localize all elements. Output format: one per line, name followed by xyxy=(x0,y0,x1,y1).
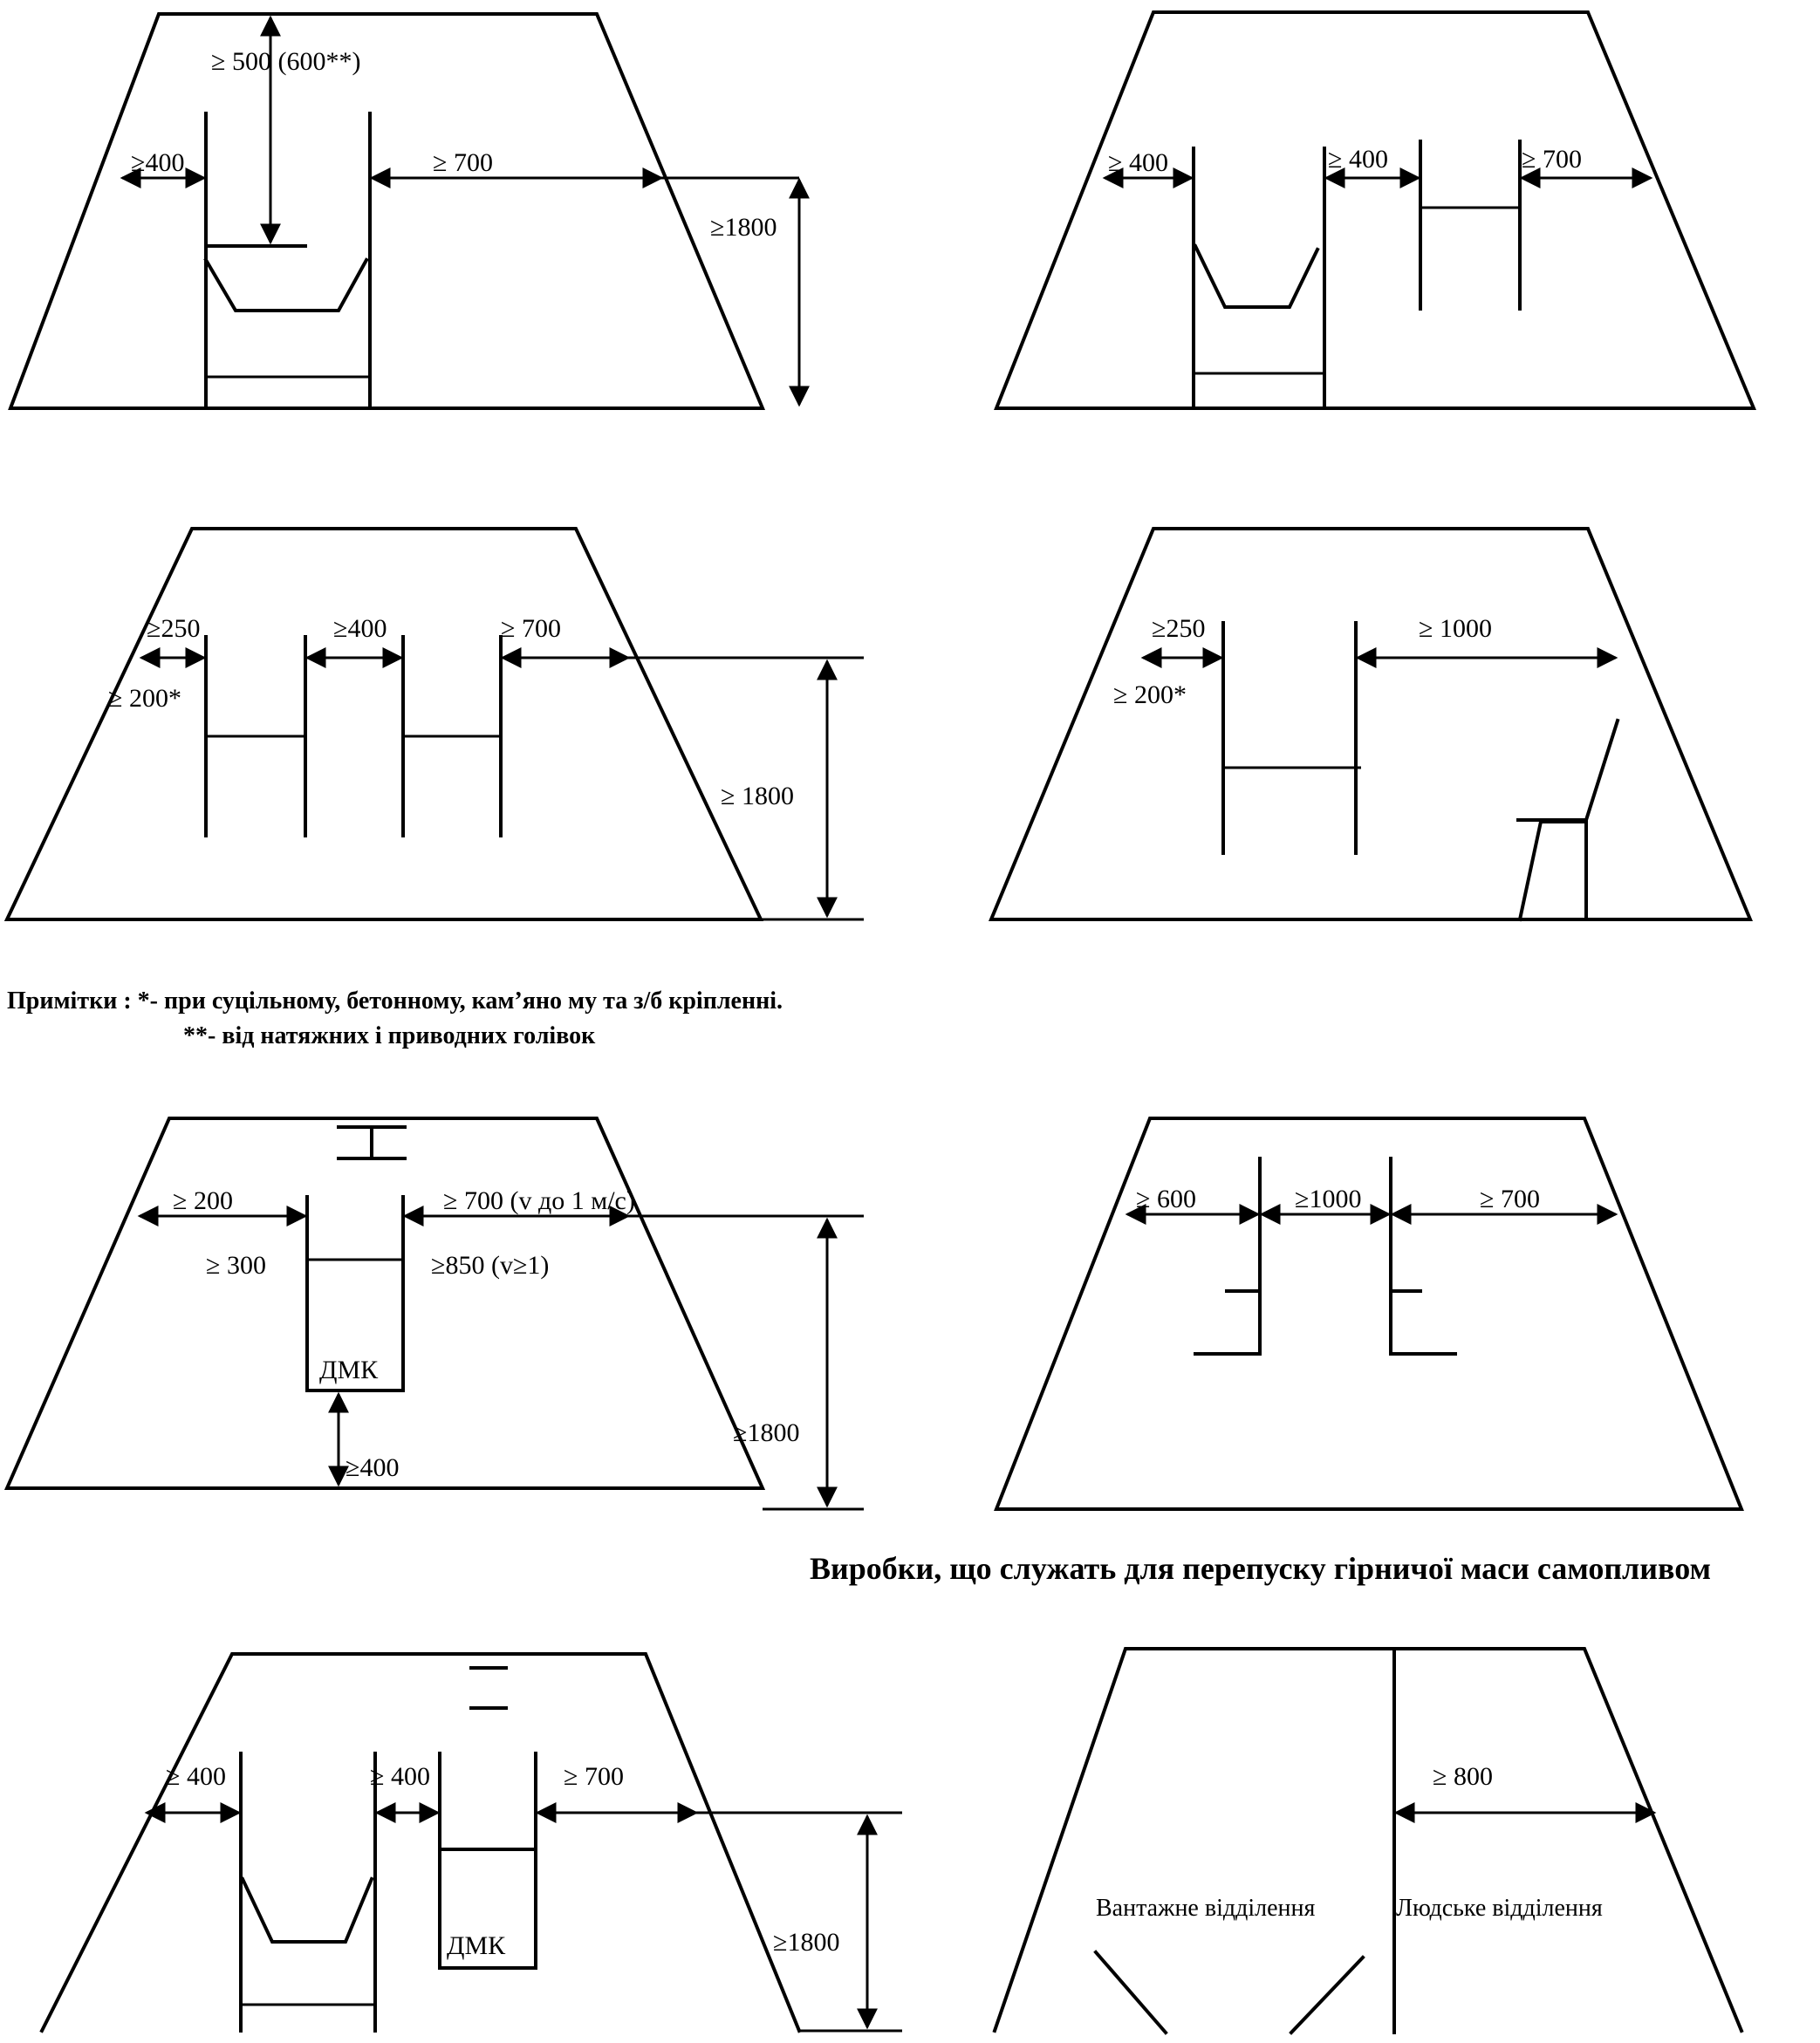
section-heading: Виробки, що служать для перепуску гірнич… xyxy=(810,1551,1711,1586)
diagram-3-two-tracks: ≥250 ≥ 200* ≥400 ≥ 700 ≥ 1800 xyxy=(3,527,864,921)
support-left xyxy=(1194,1157,1262,1356)
label-dmk: ДМК xyxy=(447,1931,506,1960)
conveyor-trough xyxy=(240,1876,374,1944)
tunnel-outline xyxy=(3,1117,766,1490)
diagram-2-conveyor-and-track: ≥ 400 ≥ 400 ≥ 700 xyxy=(994,10,1757,410)
label-height: ≥ 1800 xyxy=(721,782,794,810)
dmk-box xyxy=(305,1195,405,1392)
ladder-platform xyxy=(1516,718,1620,922)
tunnel-outline xyxy=(994,10,1757,410)
diagram-4-track-and-ladder: ≥250 ≥ 200* ≥ 1000 xyxy=(989,527,1753,922)
diagram-6-two-passages: ≥ 600 ≥1000 ≥ 700 xyxy=(994,1117,1744,1511)
label-left-alt: ≥ 200* xyxy=(1113,680,1187,709)
label-dmk: ДМК xyxy=(319,1356,379,1384)
label-height: ≥1800 xyxy=(773,1928,839,1957)
label-right: ≥ 800 xyxy=(1433,1762,1493,1791)
label-left: ≥400 xyxy=(131,148,184,177)
label-top: ≥ 500 (600**) xyxy=(211,47,360,76)
tunnel-outline xyxy=(3,527,764,921)
label-cargo-compartment: Вантажне відділення xyxy=(1096,1895,1315,1922)
label-right: ≥ 700 (v до 1 м/с) xyxy=(443,1186,635,1215)
label-height: ≥1800 xyxy=(710,213,777,242)
support-right xyxy=(1389,1157,1457,1356)
conveyor-trough xyxy=(1193,243,1320,309)
label-mid: ≥1000 xyxy=(1295,1185,1361,1213)
label-inner-left: ≥ 300 xyxy=(206,1251,266,1280)
diagram-8-ore-pass-compartments: ≥ 800 Вантажне відділення Людське відділ… xyxy=(992,1647,1744,2035)
tunnel-outline xyxy=(39,1652,802,2033)
label-left: ≥ 400 xyxy=(166,1762,226,1791)
tunnel-outline xyxy=(994,1117,1744,1511)
label-inner-right: ≥850 (v≥1) xyxy=(431,1251,549,1280)
label-height: ≥1800 xyxy=(733,1418,799,1447)
diagram-1-conveyor-section: ≥ 500 (600**) ≥400 ≥ 700 ≥1800 xyxy=(8,12,810,410)
monorail-beam xyxy=(337,1125,407,1160)
dmk-box xyxy=(438,1752,537,1970)
label-left: ≥ 600 xyxy=(1136,1185,1196,1213)
label-bottom: ≥400 xyxy=(346,1453,399,1482)
tunnel-outline xyxy=(8,12,766,410)
label-right: ≥ 1000 xyxy=(1419,614,1492,643)
label-mid: ≥ 400 xyxy=(1328,145,1388,174)
label-right: ≥ 700 xyxy=(1480,1185,1540,1213)
label-right: ≥ 700 xyxy=(564,1762,624,1791)
label-left: ≥250 xyxy=(147,614,200,643)
notes-block: Примітки : *- при суцільному, бетонному,… xyxy=(7,987,783,1049)
diagram-7-conveyor-and-dmk: ≥ 400 ≥ 400 ≥ 700 ДМК ≥1800 xyxy=(39,1652,902,2033)
label-left: ≥ 200 xyxy=(173,1186,233,1215)
label-right: ≥ 700 xyxy=(501,614,561,643)
diagram-5-monorail-dmk: ≥ 200 ≥ 700 (v до 1 м/с) ≥ 300 ≥850 (v≥1… xyxy=(3,1117,864,1511)
label-right: ≥ 700 xyxy=(433,148,493,177)
label-mid: ≥ 400 xyxy=(370,1762,430,1791)
conveyor-trough xyxy=(203,244,369,312)
chute-lines xyxy=(1093,1950,1365,2035)
tunnel-outline xyxy=(992,1647,1744,2033)
label-left: ≥250 xyxy=(1152,614,1205,643)
label-people-compartment: Людське відділення xyxy=(1396,1895,1603,1922)
label-mid: ≥400 xyxy=(333,614,387,643)
label-right: ≥ 700 xyxy=(1522,145,1582,174)
monorail-beam xyxy=(469,1666,508,1710)
notes-line-1: Примітки : *- при суцільному, бетонному,… xyxy=(7,987,783,1015)
label-left: ≥ 400 xyxy=(1108,148,1168,177)
label-left-alt: ≥ 200* xyxy=(108,684,181,713)
notes-line-2: **- від натяжних і приводних голівок xyxy=(183,1022,596,1049)
tunnel-outline xyxy=(989,527,1753,921)
